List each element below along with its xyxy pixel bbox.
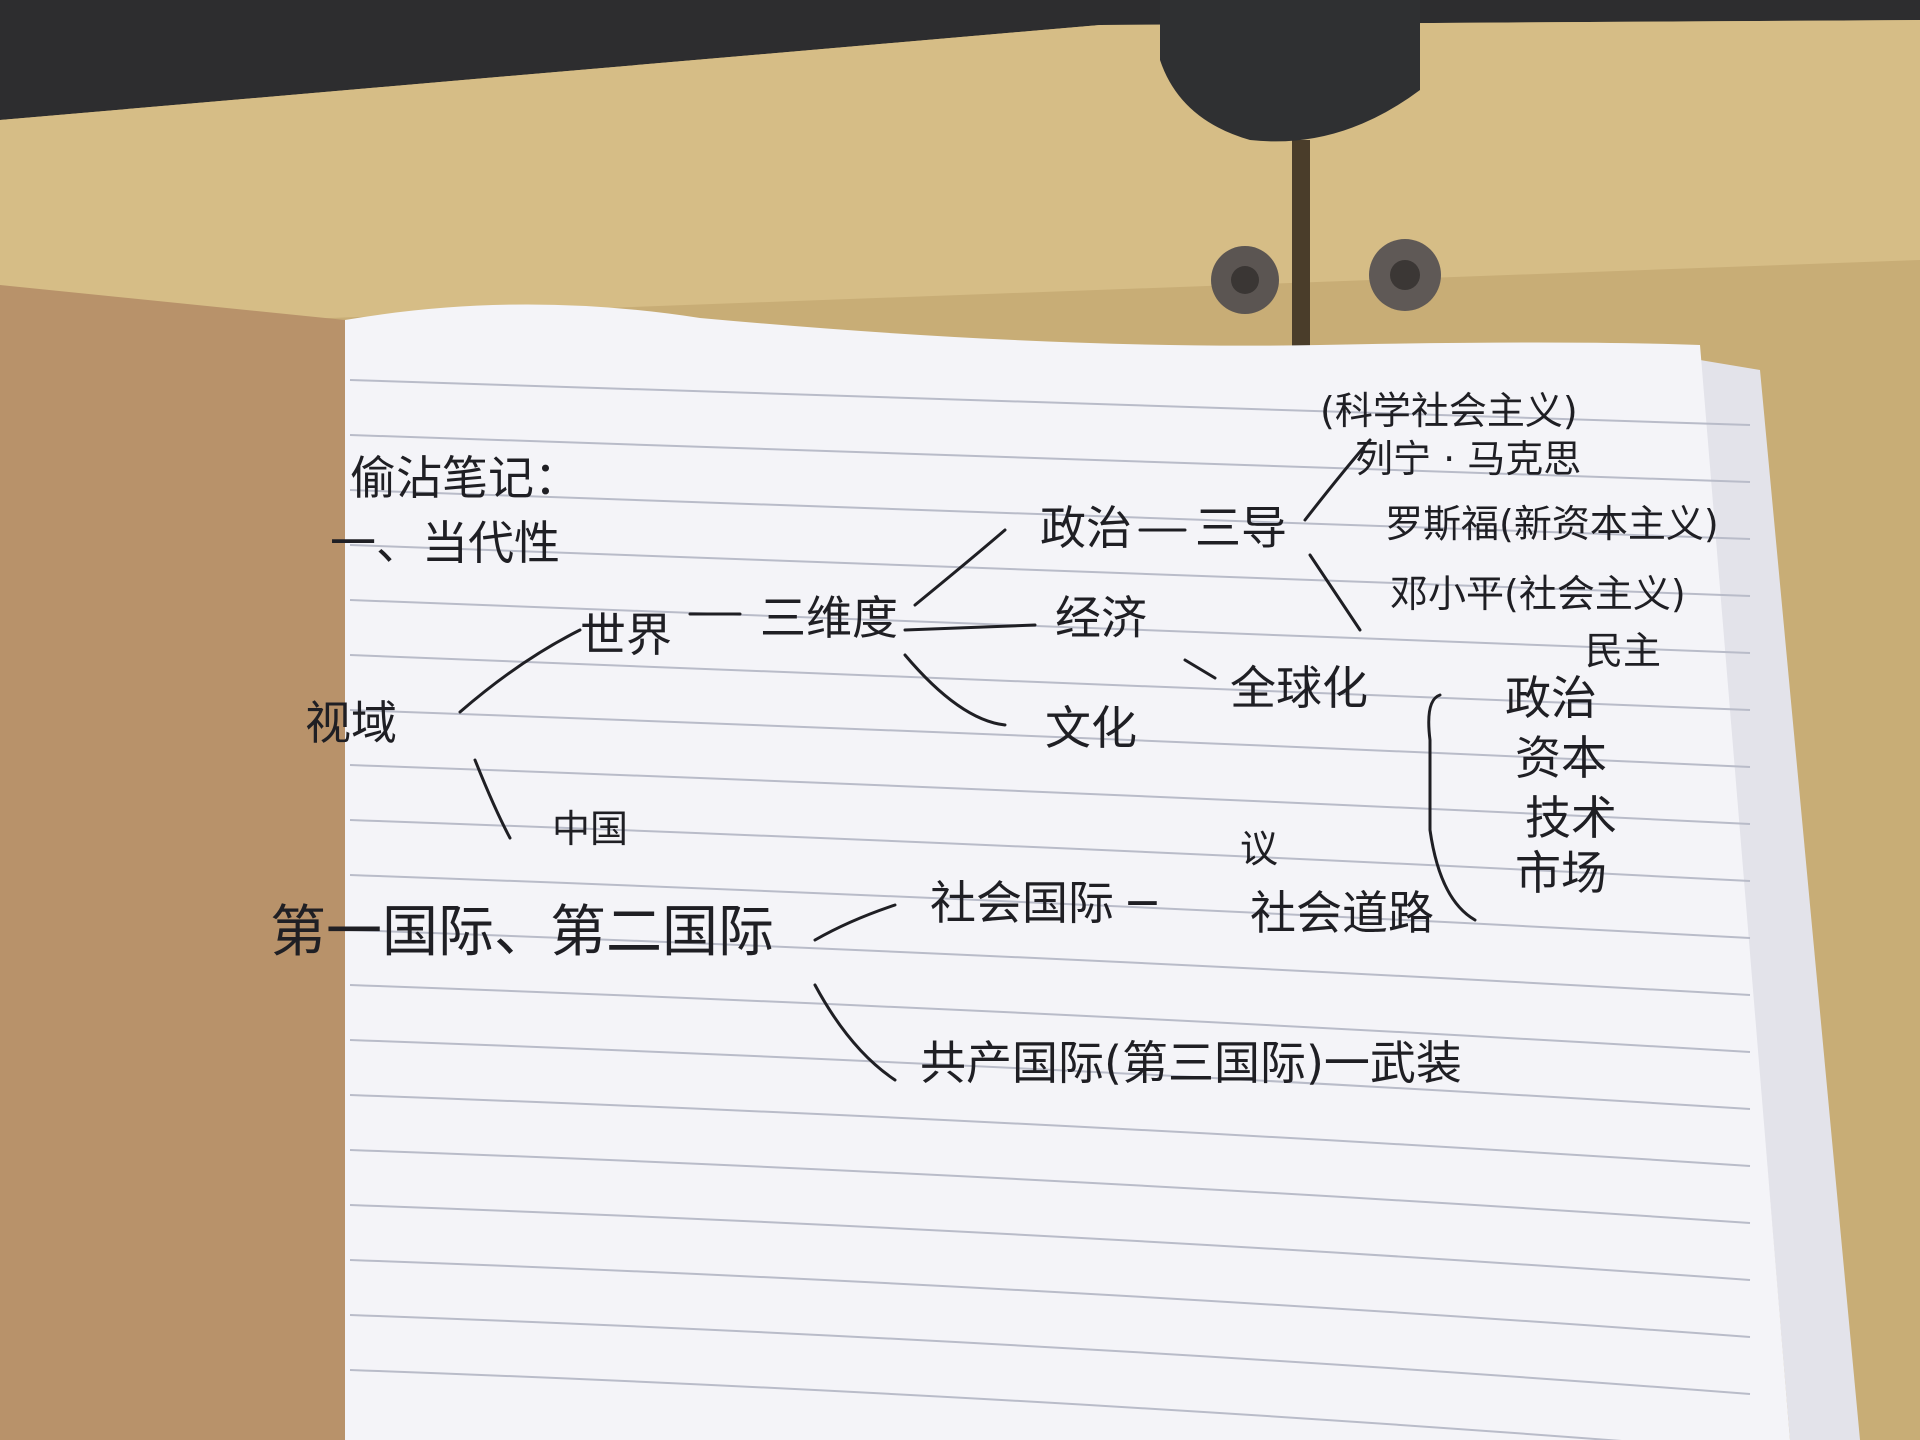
node-deng: 邓小平(社会主义) <box>1390 572 1686 616</box>
node-internationals: 第一国际、第二国际 <box>270 900 774 965</box>
node-roosevelt: 罗斯福(新资本主义) <box>1385 502 1719 546</box>
node-field: 视域 <box>305 696 397 750</box>
node-globalization: 全球化 <box>1230 661 1368 715</box>
node-three-dims: 三维度 <box>760 591 898 645</box>
rule-line <box>349 1314 1751 1395</box>
line-dims-economy <box>903 623 1037 632</box>
rule-line <box>349 434 1751 483</box>
desk-wood-panel <box>0 20 1920 330</box>
brace-glob <box>1427 693 1477 922</box>
rule-line <box>349 489 1751 540</box>
node-socialist-road: 社会道路 <box>1250 886 1434 940</box>
node-glob-note: 民主 <box>1585 629 1662 673</box>
node-culture: 文化 <box>1045 701 1137 755</box>
node-economy: 经济 <box>1055 591 1147 645</box>
node-china: 中国 <box>552 807 629 851</box>
rule-lines <box>349 379 1751 1440</box>
rule-line <box>349 1149 1751 1224</box>
node-sci-socialism: (科学社会主义) <box>1320 389 1578 433</box>
rule-line <box>349 1204 1751 1281</box>
rule-line <box>349 599 1751 654</box>
rule-line <box>349 1039 1751 1110</box>
rule-line <box>349 984 1751 1053</box>
rule-line <box>349 874 1751 939</box>
line-dims-politics <box>913 528 1007 607</box>
black-object <box>1160 0 1420 142</box>
paper-page <box>345 304 1790 1440</box>
line-leaders-marx <box>1303 438 1372 522</box>
line-intl-socialist <box>813 903 897 942</box>
rule-line <box>349 709 1751 768</box>
node-road-note: 议 <box>1240 827 1279 871</box>
rule-line <box>349 1094 1751 1167</box>
line-economy-glob <box>1183 658 1217 680</box>
node-socialist-intl: 社会国际 ─ <box>930 876 1157 930</box>
glob-item-capital: 资本 <box>1515 731 1607 785</box>
desk-seam <box>1292 140 1310 350</box>
rule-line <box>349 764 1751 825</box>
node-politics: 政治 <box>1040 501 1132 555</box>
notebook-cover <box>0 285 345 1440</box>
glob-item-politics: 政治 <box>1505 671 1597 725</box>
rule-line <box>349 819 1751 882</box>
page-edges <box>1700 360 1860 1440</box>
line-intl-comintern <box>813 983 897 1082</box>
notes-title: 偷沾笔记： <box>350 451 580 505</box>
line-field-china <box>473 758 512 840</box>
rule-line <box>349 929 1751 996</box>
rule-line <box>349 1259 1751 1338</box>
glob-item-market: 市场 <box>1515 846 1607 900</box>
node-leaders: 三导 <box>1195 501 1287 555</box>
line-dims-culture <box>903 653 1007 727</box>
desk-back-shadow <box>0 0 1920 120</box>
line-field-world <box>458 628 582 714</box>
node-comintern: 共产国际(第三国际)一武装 <box>920 1036 1462 1090</box>
notes-subtitle: 一、当代性 <box>330 516 560 570</box>
node-lenin-marx: 列宁 · 马克思 <box>1355 437 1582 481</box>
glob-item-technology: 技术 <box>1525 791 1617 845</box>
rule-line <box>349 1369 1622 1440</box>
connector-lines <box>458 438 1477 1082</box>
line-leaders-deng <box>1308 553 1362 632</box>
node-world: 世界 <box>580 608 672 662</box>
rule-line <box>349 544 1751 597</box>
